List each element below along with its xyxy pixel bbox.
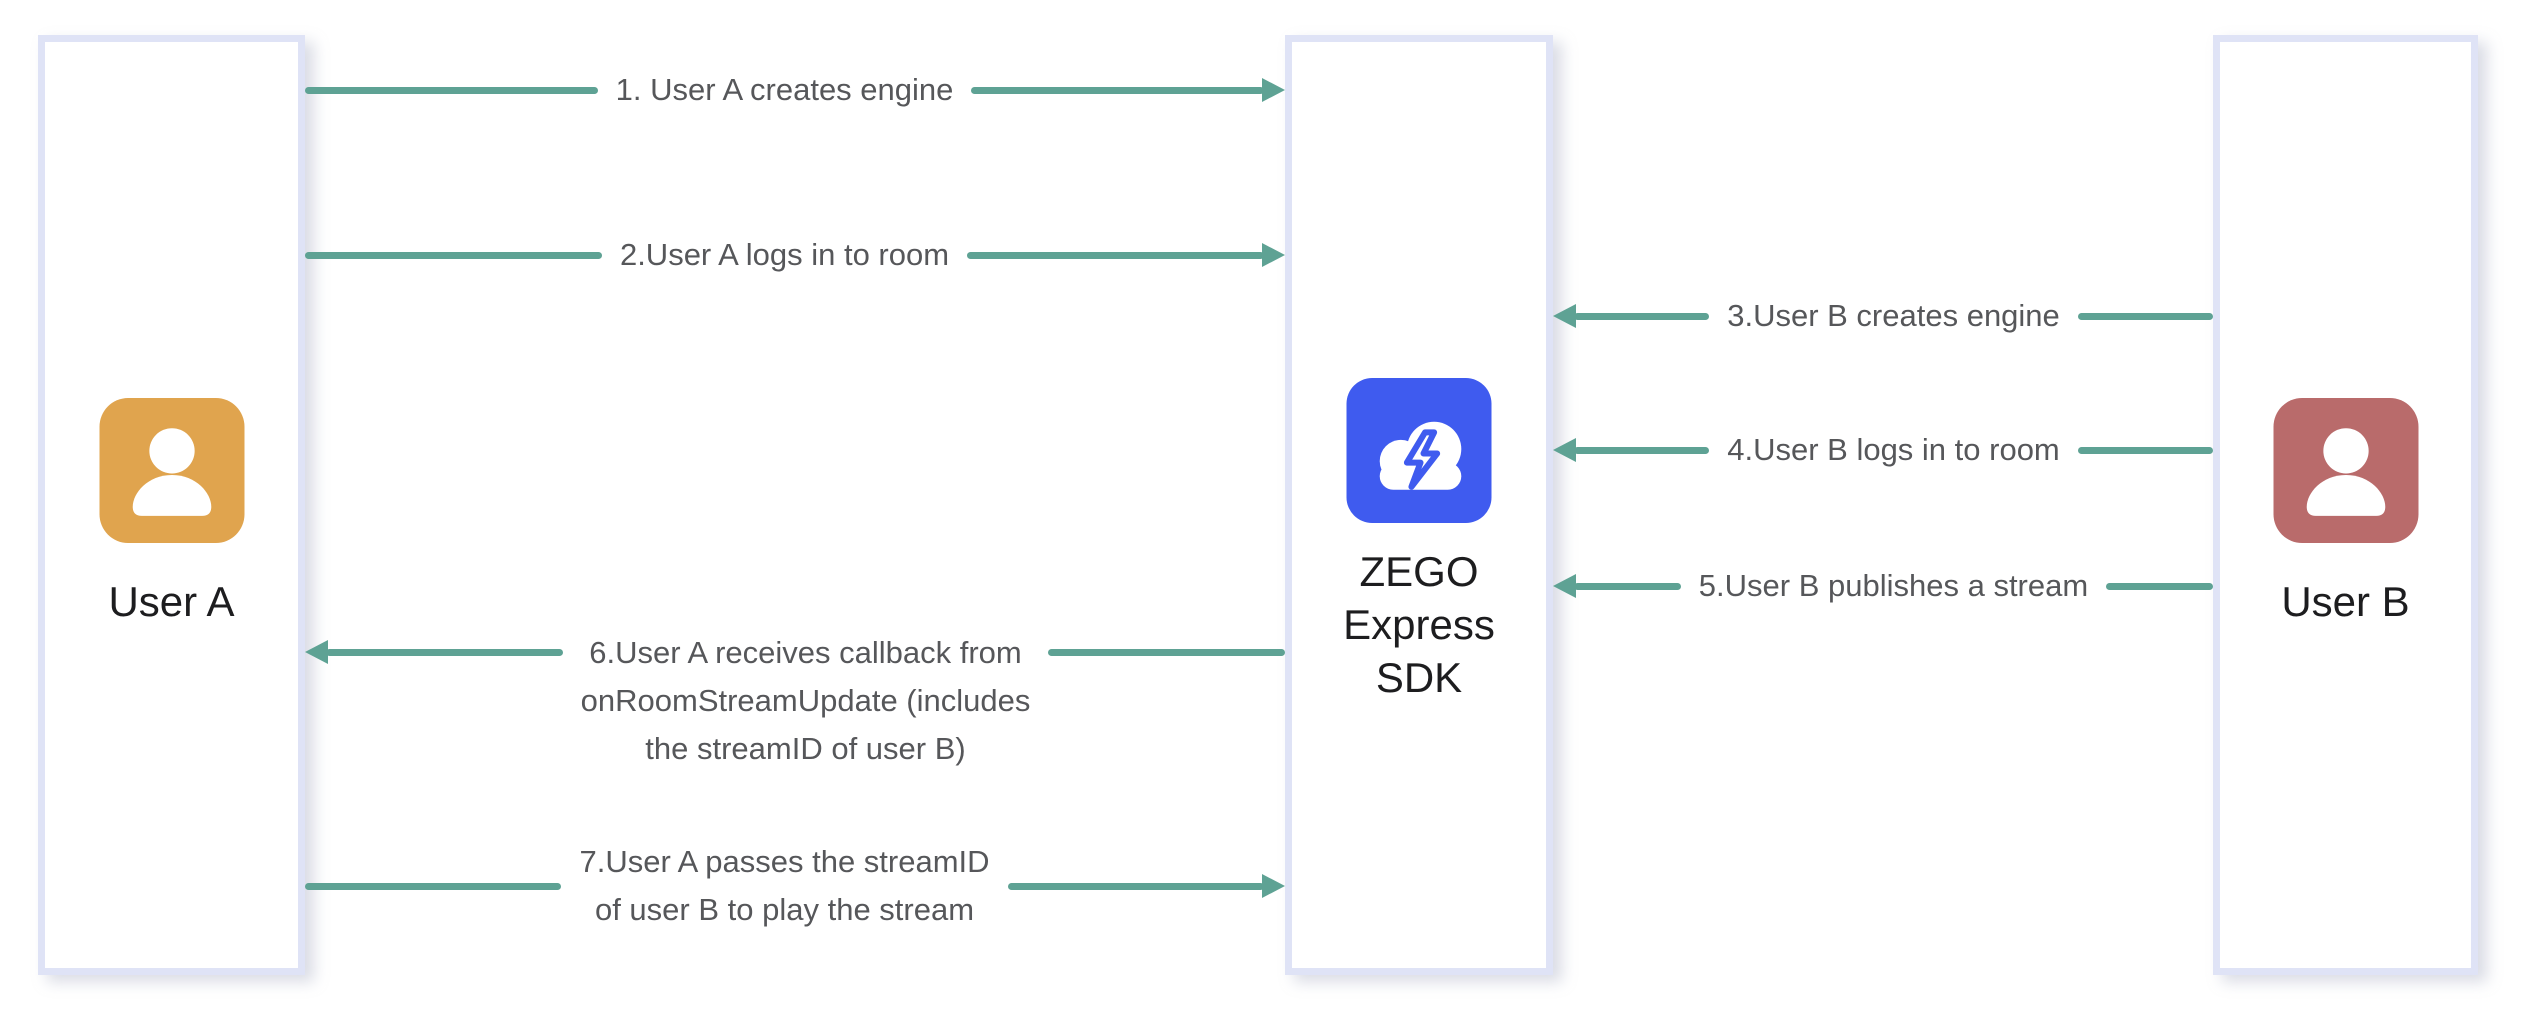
- arrow-line-segment: [1007, 882, 1265, 890]
- arrow-line-segment: [2077, 312, 2214, 320]
- arrow-line-segment: [305, 86, 598, 94]
- arrow-line-segment: [1574, 446, 1710, 454]
- message-1-label: 1. User A creates engine: [615, 72, 954, 107]
- entity-box-zego-sdk: ZEGO Express SDK: [1285, 35, 1553, 975]
- arrow-line-segment: [305, 882, 562, 890]
- message-7-play-stream: 7.User A passes the streamID of user B t…: [305, 844, 1286, 927]
- message-3-label: 3.User B creates engine: [1727, 298, 2060, 333]
- arrowhead-left-icon: [305, 640, 328, 664]
- user-a-avatar-icon: [99, 398, 244, 543]
- arrowhead-right-icon: [1262, 78, 1286, 102]
- arrowhead-left-icon: [1553, 438, 1576, 462]
- arrow-line-segment: [1048, 648, 1286, 656]
- entity-box-user-b: User B: [2213, 35, 2478, 975]
- arrow-line-segment: [2077, 446, 2213, 454]
- arrow-line-segment: [971, 86, 1265, 94]
- message-3-user-b-creates-engine: 3.User B creates engine: [1553, 296, 2214, 336]
- entity-label-line: ZEGO: [1359, 548, 1479, 595]
- user-b-avatar-icon: [2273, 398, 2418, 543]
- cloud-lightning-icon: [1346, 378, 1492, 523]
- message-5-user-b-publishes-stream: 5.User B publishes a stream: [1553, 566, 2213, 606]
- entity-label-line: Express: [1343, 601, 1495, 648]
- message-7-label: 7.User A passes the streamID of user B t…: [579, 844, 990, 927]
- entity-label-user-a: User A: [108, 578, 235, 625]
- arrow-line-segment: [967, 251, 1265, 259]
- message-2-label: 2.User A logs in to room: [619, 237, 950, 272]
- arrow-line-segment: [2106, 582, 2213, 590]
- entity-label-zego-sdk: ZEGO Express SDK: [1272, 545, 1566, 704]
- message-6-callback-onroomstreamupdate: 6.User A receives callback from onRoomSt…: [305, 632, 1286, 766]
- arrow-line-segment: [1574, 582, 1681, 590]
- message-5-label: 5.User B publishes a stream: [1698, 568, 2089, 603]
- arrow-line-segment: [305, 251, 602, 259]
- entity-label-line: SDK: [1375, 654, 1463, 701]
- arrow-line-segment: [1574, 312, 1710, 320]
- arrowhead-left-icon: [1553, 574, 1576, 598]
- message-4-label: 4.User B logs in to room: [1727, 432, 2060, 467]
- arrowhead-left-icon: [1553, 304, 1576, 328]
- entity-label-user-b: User B: [2281, 578, 2410, 625]
- message-1-user-a-creates-engine: 1. User A creates engine: [305, 70, 1286, 110]
- arrowhead-right-icon: [1262, 874, 1286, 898]
- arrowhead-right-icon: [1262, 243, 1286, 267]
- entity-box-user-a: User A: [38, 35, 305, 975]
- message-2-user-a-logs-in: 2.User A logs in to room: [305, 235, 1286, 275]
- message-4-user-b-logs-in: 4.User B logs in to room: [1553, 430, 2213, 470]
- message-6-label: 6.User A receives callback from onRoomSt…: [580, 635, 1031, 766]
- arrow-line-segment: [326, 648, 563, 656]
